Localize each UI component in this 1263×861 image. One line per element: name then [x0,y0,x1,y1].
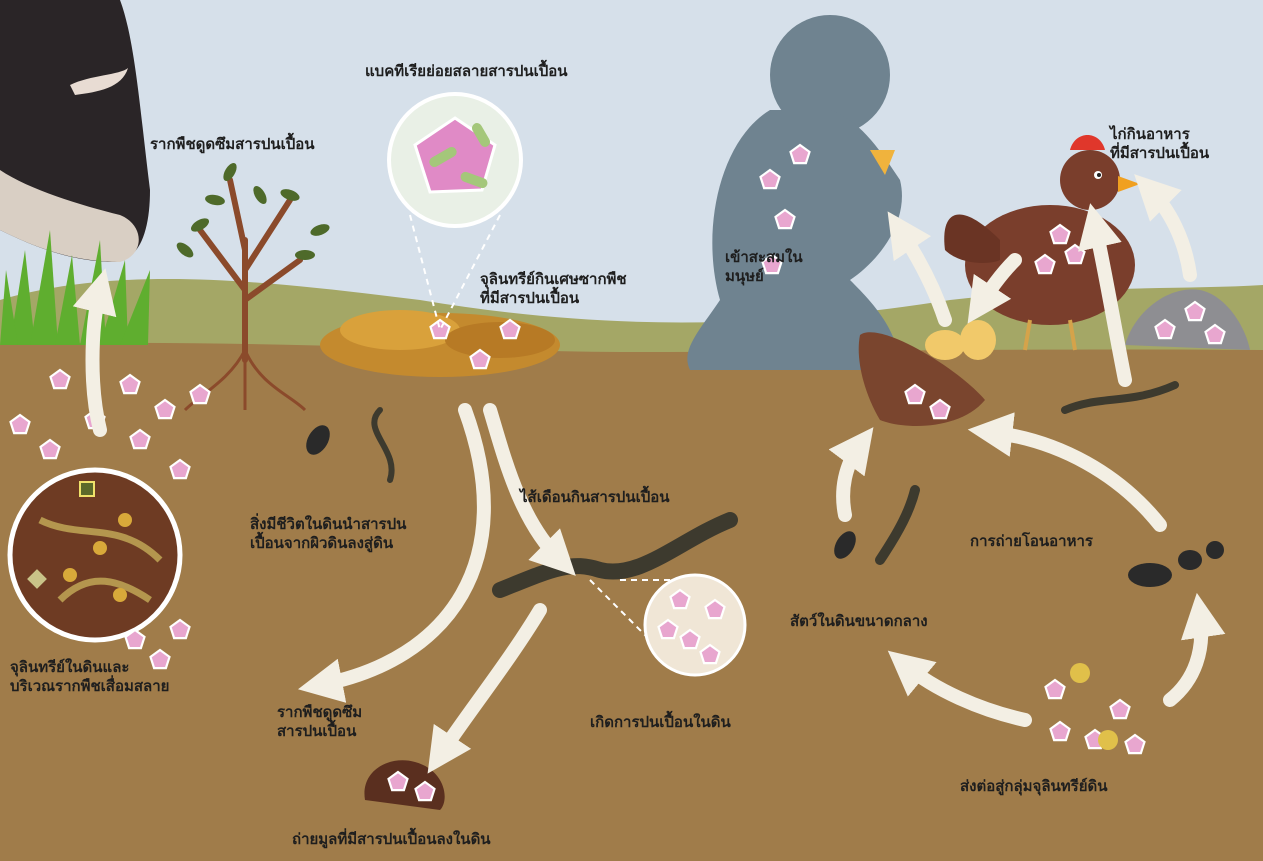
arrow-up-to-grass [93,290,101,430]
label-chicken-eats: ไก่กินอาหาร ที่มีสารปนเปื้อน [1110,125,1209,163]
label-soil-root-microbes-degrade: จุลินทรีย์ในดินและ บริเวณรากพืชเสื่อมสลา… [10,658,169,696]
label-microbe-eat-plant-debris: จุลินทรีย์กินเศษซากพืช ที่มีสารปนเปื้อน [480,270,627,308]
root-microbe-magnifier [10,470,180,640]
label-plant-root-absorb: รากพืชดูดซึมสารปนเปื้อน [150,135,315,154]
cow-icon [0,0,150,262]
label-soil-organisms-carry: สิ่งมีชีวิตในดินนำสารปน เปื้อนจากผิวดินล… [250,515,406,553]
label-accumulate-human: เข้าสะสมใน มนุษย์ [725,248,803,286]
label-food-transfer: การถ่ายโอนอาหาร [970,532,1093,551]
label-earthworm-eats: ไส้เดือนกินสารปนเปื้อน [520,488,670,507]
label-soil-contamination: เกิดการปนเปื้อนในดิน [590,713,731,732]
label-medium-soil-animals: สัตว์ในดินขนาดกลาง [790,612,928,631]
label-root-absorb-2: รากพืชดูดซึม สารปนเปื้อน [277,703,362,741]
label-excrete: ถ่ายมูลที่มีสารปนเปื้อนลงในดิน [292,830,491,849]
label-bacteria-degrade: แบคทีเรียย่อยสลายสารปนเปื้อน [365,62,568,81]
label-pass-to-microbes: ส่งต่อสู่กลุ่มจุลินทรีย์ดิน [960,777,1108,796]
